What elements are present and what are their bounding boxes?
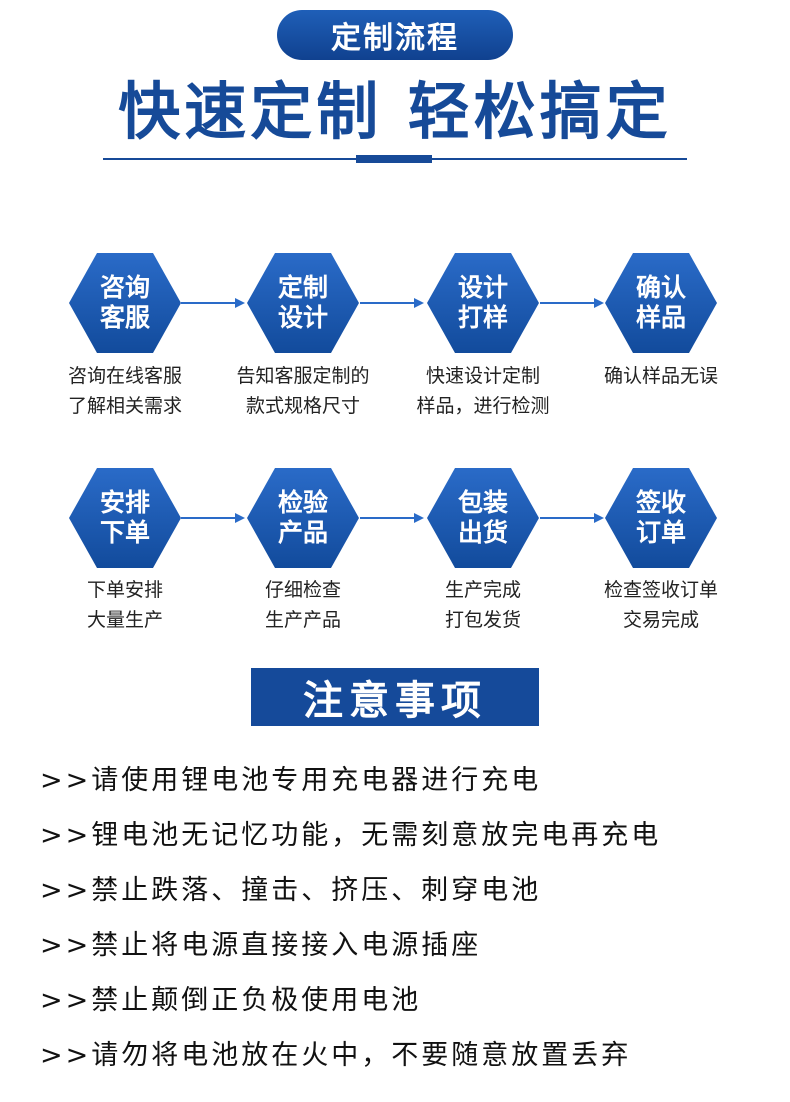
notice-item: >>禁止跌落、撞击、挤压、刺穿电池 xyxy=(40,875,542,906)
step-design-hexagon: 定制设计 xyxy=(247,253,359,353)
step-description-line: 咨询在线客服 xyxy=(67,365,182,387)
arrow-right-icon xyxy=(540,513,604,523)
step-description-line: 大量生产 xyxy=(86,609,163,631)
step-description: 告知客服定制的 款式规格尺寸 xyxy=(213,361,393,421)
title-divider-accent xyxy=(356,155,432,163)
step-confirm-hexagon: 确认样品 xyxy=(605,253,717,353)
step-description-line: 告知客服定制的 xyxy=(236,365,370,387)
step-description-line: 交易完成 xyxy=(622,609,699,631)
step-description-line: 仔细检查 xyxy=(264,579,341,601)
step-description: 下单安排 大量生产 xyxy=(35,575,215,635)
arrow-right-icon xyxy=(540,298,604,308)
step-title: 设计打样 xyxy=(457,273,508,332)
arrow-right-icon xyxy=(181,513,245,523)
notice-item: >>锂电池无记忆功能，无需刻意放完电再充电 xyxy=(40,820,662,851)
step-description-line: 确认样品无误 xyxy=(603,365,718,387)
step-description-line: 打包发货 xyxy=(444,609,521,631)
step-description-line: 下单安排 xyxy=(86,579,163,601)
step-description: 咨询在线客服 了解相关需求 xyxy=(35,361,215,421)
step-title: 安排下单 xyxy=(99,488,150,547)
step-description-line: 样品，进行检测 xyxy=(416,395,550,417)
step-title: 定制设计 xyxy=(277,273,328,332)
section-badge: 定制流程 xyxy=(277,10,513,60)
step-inspect-hexagon: 检验产品 xyxy=(247,468,359,568)
step-description-line: 生产产品 xyxy=(264,609,341,631)
step-ship-hexagon: 包装出货 xyxy=(427,468,539,568)
notice-item: >>禁止颠倒正负极使用电池 xyxy=(40,985,422,1016)
arrow-right-icon xyxy=(181,298,245,308)
section-badge-label: 定制流程 xyxy=(331,21,459,56)
step-description: 快速设计定制 样品，进行检测 xyxy=(393,361,573,421)
step-description: 生产完成 打包发货 xyxy=(393,575,573,635)
step-description: 确认样品无误 xyxy=(571,361,751,391)
notice-item: >>请勿将电池放在火中，不要随意放置丢弃 xyxy=(40,1040,632,1071)
step-description-line: 生产完成 xyxy=(444,579,521,601)
step-description-line: 了解相关需求 xyxy=(67,395,182,417)
step-description: 检查签收订单 交易完成 xyxy=(571,575,751,635)
step-title: 检验产品 xyxy=(277,488,328,547)
arrow-right-icon xyxy=(360,513,424,523)
step-title: 咨询客服 xyxy=(99,273,150,332)
notice-item: >>请使用锂电池专用充电器进行充电 xyxy=(40,765,542,796)
step-description-line: 款式规格尺寸 xyxy=(245,395,360,417)
arrow-right-icon xyxy=(360,298,424,308)
step-title: 签收订单 xyxy=(635,488,686,547)
step-description: 仔细检查 生产产品 xyxy=(213,575,393,635)
step-sample-hexagon: 设计打样 xyxy=(427,253,539,353)
step-order-hexagon: 安排下单 xyxy=(69,468,181,568)
step-description-line: 快速设计定制 xyxy=(425,365,540,387)
step-receive-hexagon: 签收订单 xyxy=(605,468,717,568)
notice-item: >>禁止将电源直接接入电源插座 xyxy=(40,930,482,961)
step-description-line: 检查签收订单 xyxy=(603,579,718,601)
step-title: 确认样品 xyxy=(635,273,686,332)
page-title: 快速定制 轻松搞定 xyxy=(118,75,672,148)
step-title: 包装出货 xyxy=(457,488,508,547)
step-consult-hexagon: 咨询客服 xyxy=(69,253,181,353)
notice-heading: 注意事项 xyxy=(251,668,539,726)
notice-heading-label: 注意事项 xyxy=(303,678,487,724)
